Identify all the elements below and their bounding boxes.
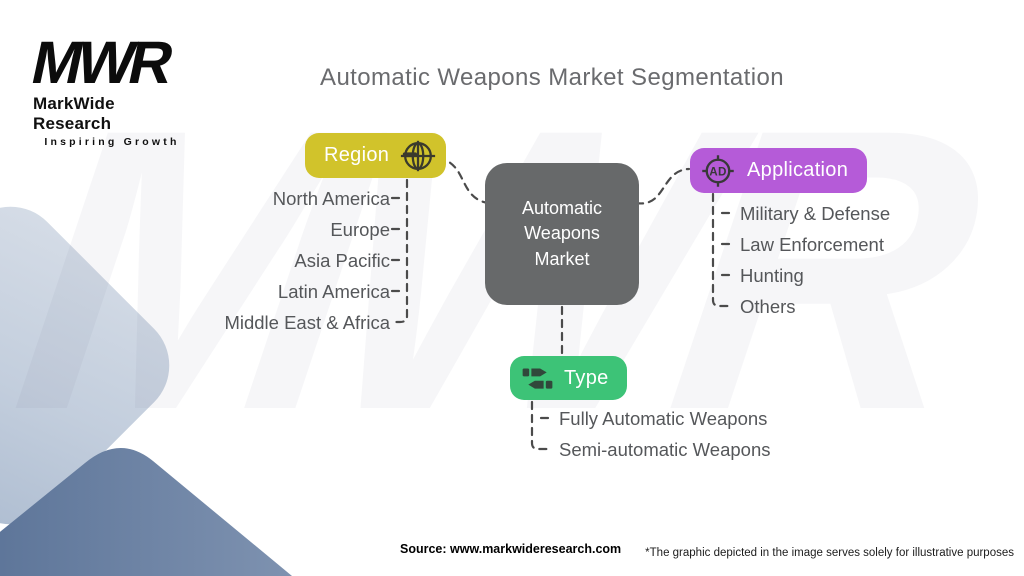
logo: MWR MarkWide Research Inspiring Growth <box>26 29 193 148</box>
region-badge-label: Region <box>324 144 390 166</box>
application-item: Military & Defense <box>740 203 891 224</box>
region-item: Middle East & Africa <box>224 312 390 333</box>
application-item: Others <box>740 296 796 317</box>
region-item: Asia Pacific <box>294 250 390 271</box>
region-items-list: North America Europe Asia Pacific Latin … <box>150 183 390 338</box>
ad-target-icon: AD <box>702 154 734 187</box>
logo-tagline: Inspiring Growth <box>44 136 180 148</box>
application-badge: AD Application <box>690 148 868 193</box>
center-node: Automatic Weapons Market <box>485 163 639 305</box>
type-badge-label: Type <box>564 366 609 389</box>
logo-company-name: MarkWide Research <box>33 94 115 133</box>
region-item: North America <box>272 188 390 209</box>
region-item: Latin America <box>277 281 390 302</box>
page-title: Automatic Weapons Market Segmentation <box>320 64 784 91</box>
type-item: Semi-automatic Weapons <box>559 439 771 460</box>
application-items-list: Military & Defense Law Enforcement Hunti… <box>740 198 890 322</box>
disclaimer-text: *The graphic depicted in the image serve… <box>645 547 1014 559</box>
application-item: Law Enforcement <box>740 234 884 255</box>
region-badge: Region <box>305 133 447 178</box>
application-item: Hunting <box>740 265 804 286</box>
type-badge: Type <box>510 356 627 400</box>
source-text: Source: www.markwideresearch.com <box>400 542 622 556</box>
application-badge-label: Application <box>747 159 849 181</box>
ad-target-icon-text: AD <box>709 165 726 178</box>
region-item: Europe <box>330 219 390 240</box>
bullets-icon <box>522 367 553 389</box>
globe-scope-icon <box>401 140 436 171</box>
type-items-list: Fully Automatic Weapons Semi-automatic W… <box>559 403 770 465</box>
type-item: Fully Automatic Weapons <box>559 408 768 429</box>
